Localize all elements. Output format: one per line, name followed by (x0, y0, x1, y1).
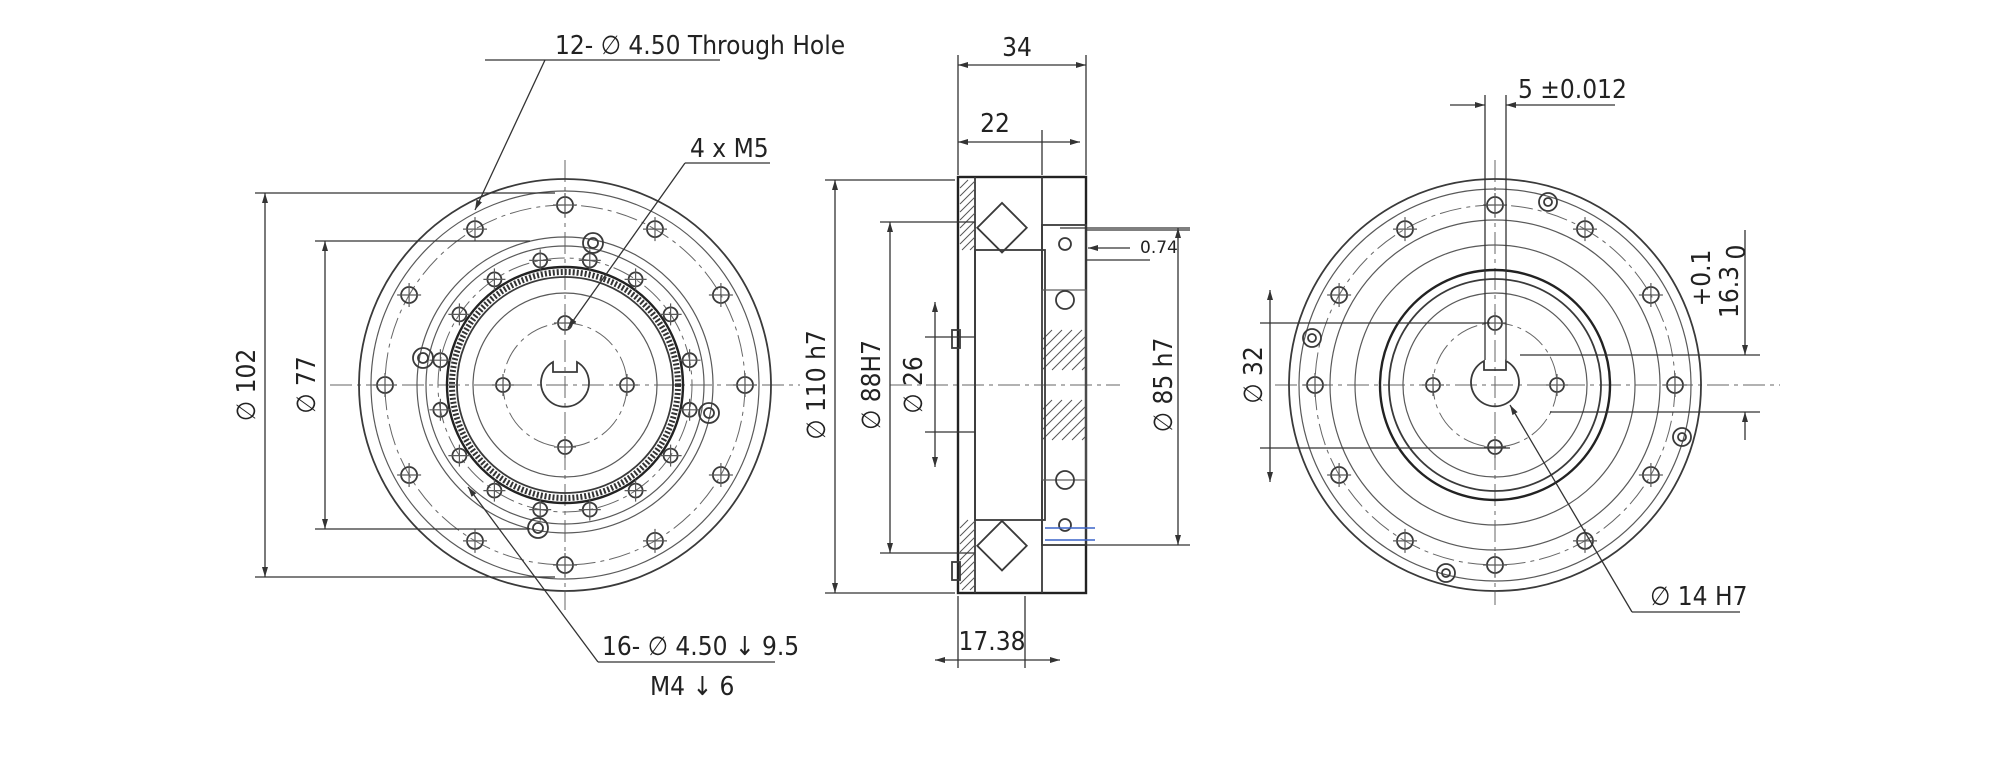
tol-upper-label: +0.1 (1687, 250, 1717, 307)
hatch-line (959, 204, 976, 221)
hatch-line (959, 519, 969, 529)
through-holes-12 (373, 193, 757, 577)
hatch-line (959, 560, 976, 577)
hatch-line (1071, 425, 1087, 441)
rear-pin-holes (1302, 192, 1692, 583)
hatch-line (1061, 415, 1087, 441)
hatch-line (959, 552, 976, 569)
hatch-line (1041, 399, 1073, 431)
rear-holes-4 (1422, 312, 1568, 458)
section-view: ∅ 110 h7 ∅ 88H7 ∅ 26 ∅ 85 h7 34 22 0.74 (802, 33, 1190, 668)
rear-view: 5 ±0.012 ∅ 32 16.3 +0.1 0 ∅ 14 H7 (1239, 75, 1780, 613)
hatch-line (959, 220, 976, 237)
front-view: ∅ 102 ∅ 77 12- ∅ 4.50 Through Hole 4 x M… (232, 31, 845, 702)
hatch-line (959, 188, 976, 205)
w22-label: 22 (980, 109, 1010, 139)
hatch-line (959, 179, 969, 189)
hatch-line (1041, 329, 1083, 371)
hatch-line (959, 568, 976, 585)
g074-label: 0.74 (1140, 238, 1178, 258)
hatch-line (959, 228, 976, 245)
m5-label: 4 x M5 (690, 134, 769, 164)
hatch-line (969, 584, 976, 591)
hatch-line (1051, 405, 1087, 441)
rear-bore-keyway (1470, 359, 1520, 408)
hatch-line (959, 212, 976, 229)
hatch-line (1041, 399, 1083, 441)
outer-flange-circle (358, 178, 772, 592)
hatch-line (1061, 345, 1087, 371)
through-hole-label: 12- ∅ 4.50 Through Hole (555, 31, 845, 61)
d26-label: ∅ 26 (899, 356, 929, 414)
hatch-line (959, 196, 976, 213)
tapped-holes-16 (429, 249, 701, 521)
front-bore-keyway (540, 360, 590, 408)
h163-label: 16.3 (1715, 266, 1745, 318)
hatch-line (1041, 329, 1053, 341)
d102-label: ∅ 102 (232, 349, 262, 421)
hatch-line (1051, 335, 1087, 371)
hatch-line (1041, 329, 1073, 361)
d14-label: ∅ 14 H7 (1650, 582, 1747, 612)
d88-label: ∅ 88H7 (857, 340, 887, 430)
hatch-line (961, 576, 976, 591)
key5-label: 5 ±0.012 (1518, 75, 1627, 105)
rear-outer-circle (1288, 178, 1702, 592)
crossed-roller-bearings (975, 201, 1075, 572)
hatch-line (961, 236, 976, 251)
rear-holes-12 (1303, 193, 1687, 577)
w1738-label: 17.38 (959, 627, 1026, 657)
m5-leader (567, 162, 686, 329)
tapped-hole-label-1: 16- ∅ 4.50 ↓ 9.5 (602, 632, 799, 662)
tol-lower-label: 0 (1722, 245, 1752, 260)
hatch-line (1041, 399, 1053, 411)
d110-label: ∅ 110 h7 (802, 330, 832, 440)
tapped-hole-label-2: M4 ↓ 6 (650, 672, 734, 702)
pin-holes (412, 232, 720, 539)
d32-label: ∅ 32 (1239, 346, 1269, 404)
hatch-line (959, 520, 976, 537)
hatch-line (1071, 355, 1087, 371)
through-hole-leader (474, 59, 546, 211)
hatch-line (969, 244, 976, 251)
d77-label: ∅ 77 (292, 356, 322, 414)
tapped-hole-leader (467, 486, 599, 663)
hatch-line (959, 536, 976, 553)
hatch-line (959, 528, 976, 545)
hatch-line (959, 180, 976, 197)
w34-label: 34 (1002, 33, 1032, 63)
tapped-hole-pcd (437, 257, 693, 513)
gear-teeth-ring (449, 269, 681, 501)
d85-label: ∅ 85 h7 (1149, 338, 1179, 433)
